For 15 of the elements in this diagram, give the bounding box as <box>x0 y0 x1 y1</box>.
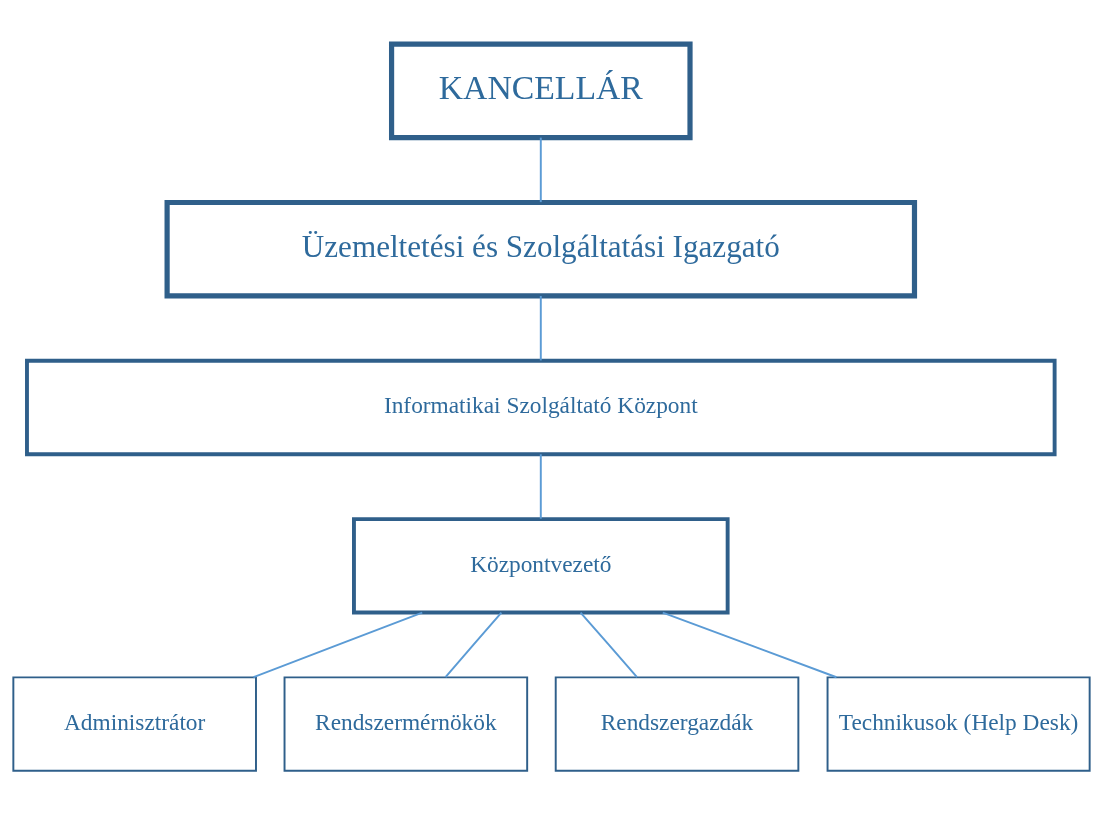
connector <box>579 611 638 678</box>
node-box: Rendszermérnökök <box>283 675 529 772</box>
connector <box>444 611 503 678</box>
node-box: Adminisztrátor <box>12 675 257 772</box>
node-box: Informatikai Szolgáltató Központ <box>25 358 1057 456</box>
node-box: KANCELLÁR <box>389 41 693 140</box>
connector <box>539 452 542 520</box>
node-box: Üzemeltetési és Szolgáltatási Igazgató <box>164 199 918 298</box>
connector <box>539 294 542 361</box>
node-box: Technikusok (Help Desk) <box>826 675 1091 772</box>
connector <box>252 611 424 678</box>
node-box: Rendszergazdák <box>554 675 800 772</box>
connector <box>661 611 838 678</box>
connector <box>539 136 542 203</box>
node-box: Központvezető <box>352 516 730 614</box>
